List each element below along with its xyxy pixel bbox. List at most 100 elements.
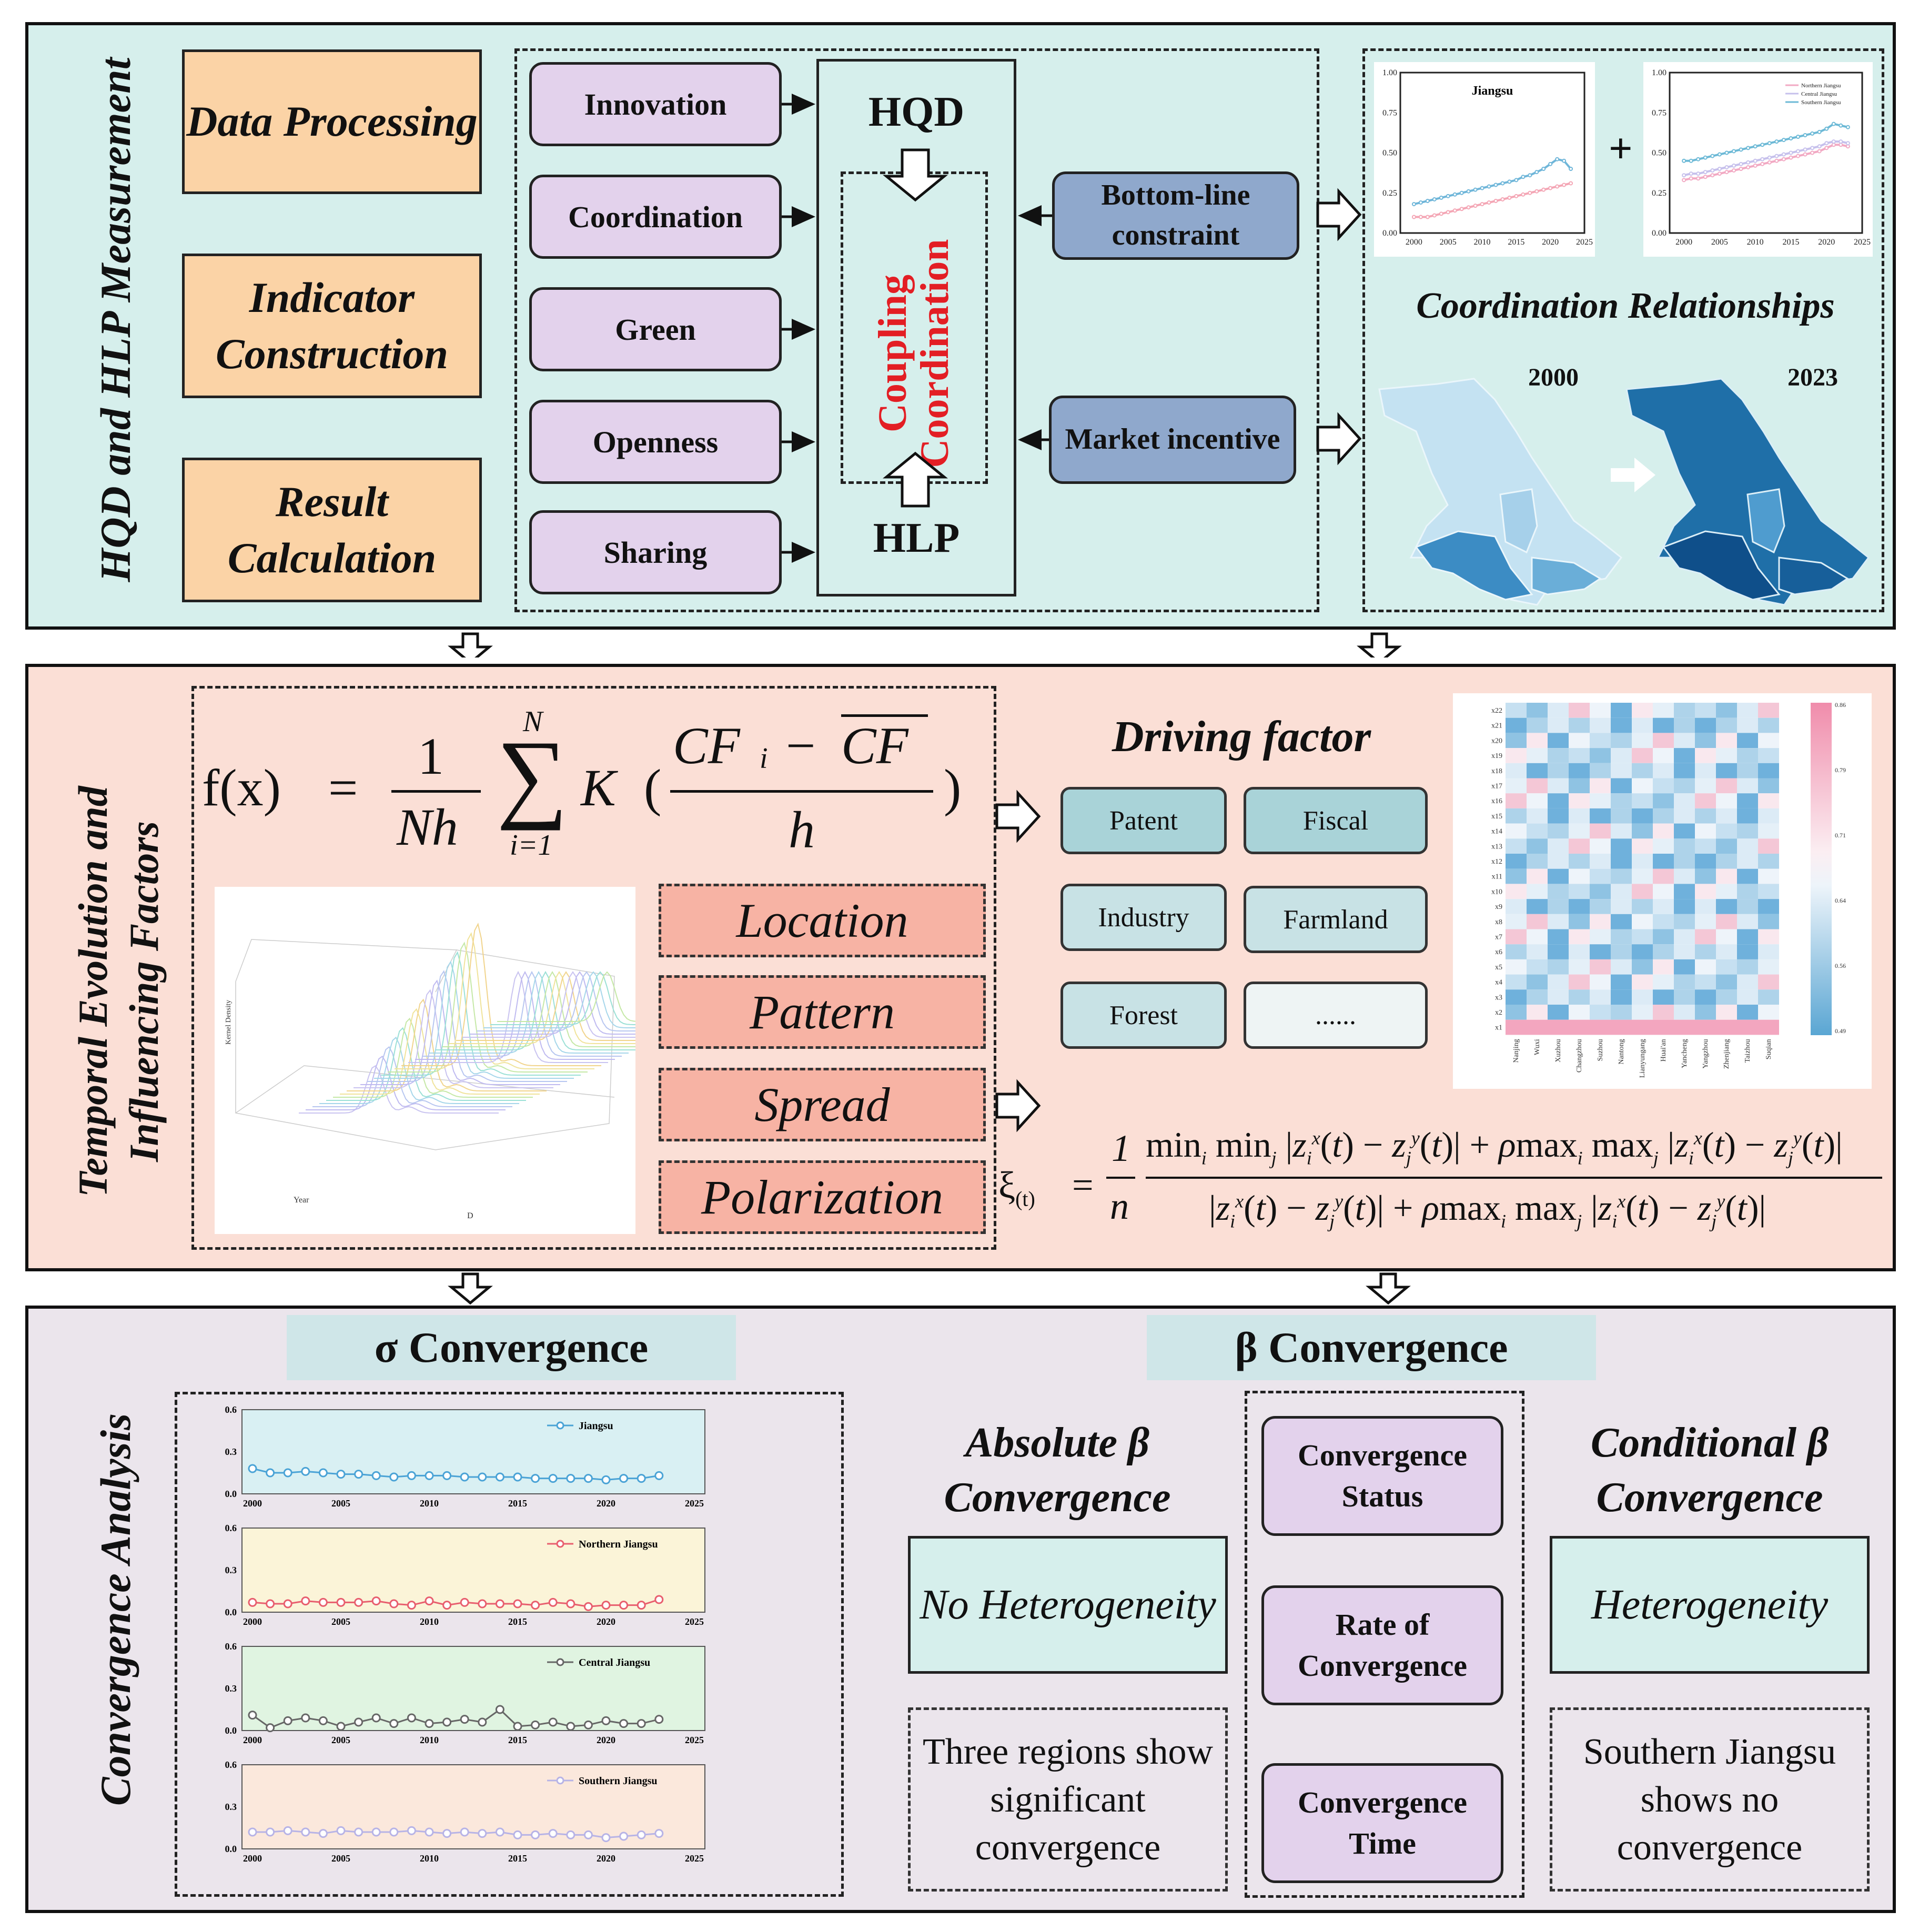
legend-marker (556, 1421, 564, 1430)
heat-cell (1632, 899, 1653, 914)
heat-cell (1548, 778, 1569, 794)
heat-cell (1695, 703, 1716, 718)
data-point (1452, 192, 1457, 197)
kernel-label-pattern: Pattern (659, 975, 986, 1049)
x-tick-label: 2010 (1474, 238, 1491, 247)
concept-coordination: Coordination (529, 175, 782, 259)
heat-cell (1758, 899, 1779, 914)
heat-cell (1737, 823, 1758, 839)
concept-sharing: Sharing (529, 510, 782, 594)
step-convergence-status: Convergence Status (1261, 1416, 1503, 1536)
data-point (1696, 157, 1701, 161)
heat-cell (1506, 959, 1527, 975)
legend-marker (556, 1540, 564, 1548)
heat-cell (1590, 1019, 1611, 1035)
heat-cell (1590, 944, 1611, 959)
heat-cell (1506, 748, 1527, 763)
sigma-plot-area (241, 1646, 705, 1731)
x-tick-label: 2005 (331, 1616, 350, 1627)
heat-cell (1674, 929, 1695, 945)
data-point (1521, 192, 1526, 197)
heat-cell (1590, 854, 1611, 869)
legend-label: Southern Jiangsu (579, 1775, 658, 1787)
heat-cell (1548, 838, 1569, 854)
heat-cell (1548, 899, 1569, 914)
sigma-data-point (566, 1830, 575, 1839)
heat-cell (1506, 703, 1527, 718)
heat-cell (1632, 717, 1653, 733)
sigma-data-point (531, 1720, 540, 1729)
data-point (1466, 189, 1471, 194)
data-point (1810, 131, 1815, 136)
heat-cell (1611, 868, 1632, 884)
heat-cell (1527, 808, 1548, 824)
heat-cell (1674, 914, 1695, 929)
x-tick-label: 2025 (685, 1498, 704, 1509)
heat-cell (1569, 763, 1590, 778)
heat-cell (1506, 733, 1527, 748)
formula-one-over: 1 (1112, 1127, 1130, 1169)
data-point (1689, 171, 1693, 176)
data-point (1831, 139, 1836, 144)
driving-factor-title: Driving factor (1112, 712, 1371, 761)
sigma-data-point (371, 1713, 381, 1723)
x-tick-label: 2020 (1542, 238, 1559, 247)
bottom-line-constraint: Bottom-line constraint (1052, 171, 1299, 260)
heat-cell (1695, 974, 1716, 990)
data-point (1548, 186, 1553, 190)
y-tick-label: 0.25 (1382, 189, 1397, 198)
heat-cell (1674, 944, 1695, 959)
legend-label: Northern Jiangsu (1801, 83, 1841, 89)
data-point (1439, 195, 1443, 200)
heat-cell (1590, 808, 1611, 824)
data-point (1411, 215, 1416, 219)
right-arrow-icon (995, 1079, 1041, 1132)
beta-convergence-title: β Convergence (1147, 1315, 1596, 1380)
heat-cell (1632, 868, 1653, 884)
heat-cell (1674, 1005, 1695, 1020)
density-ridge (374, 960, 574, 1079)
heat-cell (1653, 733, 1674, 748)
heat-cell (1674, 1019, 1695, 1035)
heat-cell (1569, 868, 1590, 884)
data-point (1810, 146, 1815, 150)
sigma-data-point (513, 1472, 522, 1482)
density-ridge (456, 971, 635, 1041)
heat-cell (1653, 854, 1674, 869)
heat-cell (1527, 823, 1548, 839)
data-point (1507, 179, 1512, 184)
numerator: mini minj |zix(t) − zjy(t)| + ρmaxi maxj… (1146, 1125, 1843, 1169)
sigma-data-point (248, 1827, 257, 1837)
sigma-data-point (354, 1827, 363, 1837)
heat-cell (1506, 854, 1527, 869)
data-point (1682, 178, 1686, 183)
heat-cell (1527, 929, 1548, 945)
sigma-data-point (478, 1472, 487, 1482)
data-point (1493, 183, 1498, 187)
heat-cell (1611, 778, 1632, 794)
heat-cell (1758, 823, 1779, 839)
sigma-data-point (318, 1829, 328, 1838)
x-tick-label: 2020 (1818, 238, 1835, 247)
heat-col-label: Wuxi (1533, 1039, 1541, 1055)
heat-cell (1611, 884, 1632, 899)
sigma-data-point (442, 1829, 452, 1838)
heat-cell (1758, 868, 1779, 884)
step-convergence-time: Convergence Time (1261, 1763, 1503, 1883)
heat-cell (1506, 868, 1527, 884)
heat-cell (1569, 974, 1590, 990)
data-point (1789, 155, 1793, 160)
heat-cell (1737, 959, 1758, 975)
sigma-convergence-title: σ Convergence (287, 1315, 736, 1380)
heat-cell (1653, 944, 1674, 959)
legend-label: Central Jiangsu (579, 1657, 650, 1668)
heat-col-label: Lianyungang (1639, 1039, 1647, 1078)
sigma-data-point (248, 1464, 257, 1473)
data-point (1817, 129, 1822, 134)
density-ridge (347, 998, 547, 1091)
heat-cell (1569, 733, 1590, 748)
x-tick-label: 2015 (1508, 238, 1524, 247)
heat-cell (1590, 868, 1611, 884)
data-point (1803, 152, 1807, 157)
